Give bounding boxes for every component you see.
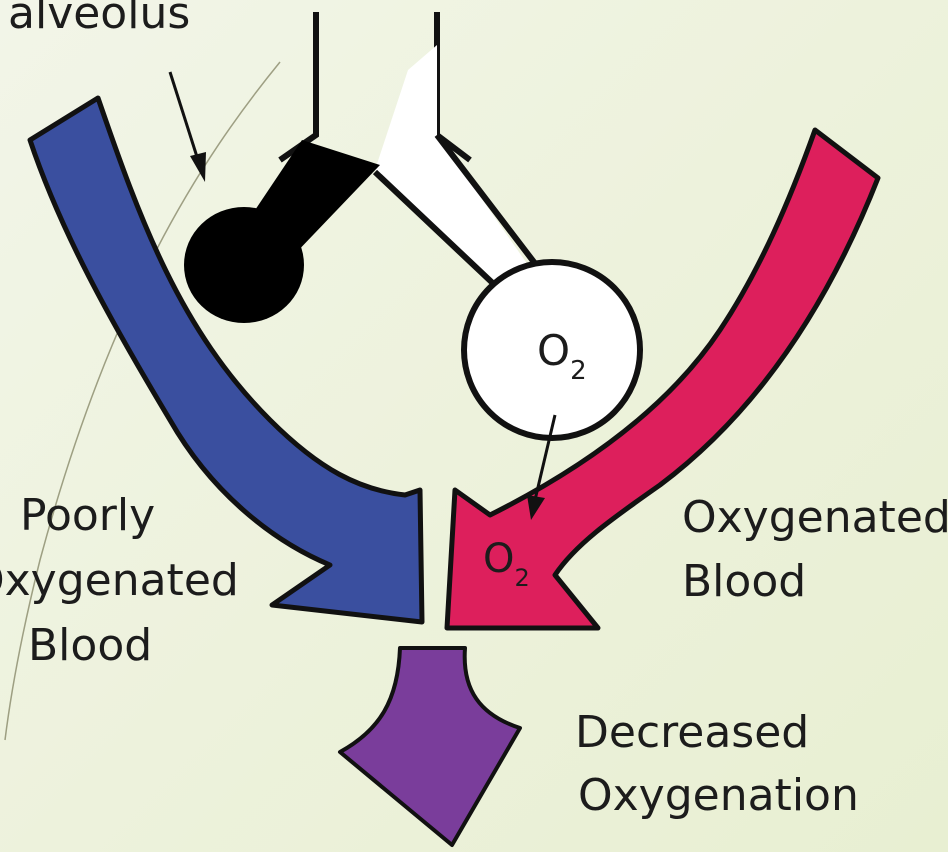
- mixed-blood-arrow: [340, 648, 520, 845]
- blocked-alveolus: [184, 207, 304, 323]
- label-alveolus: alveolus: [8, 0, 190, 39]
- label-decreased: Decreased: [575, 707, 809, 758]
- label-oxygenated: Oxygenated: [682, 492, 948, 543]
- alveolus-pointer-arrow: [170, 72, 198, 160]
- airway-left-wall: [280, 12, 316, 160]
- label-oxygenation: Oxygenation: [578, 770, 859, 821]
- label-poorly-oxygenated: Oxygenated: [0, 555, 239, 606]
- label-poorly: Poorly: [20, 490, 155, 541]
- label-poorly-blood: Blood: [28, 620, 152, 671]
- open-bronchiole: [375, 45, 535, 290]
- label-oxygenated-blood: Blood: [682, 556, 806, 607]
